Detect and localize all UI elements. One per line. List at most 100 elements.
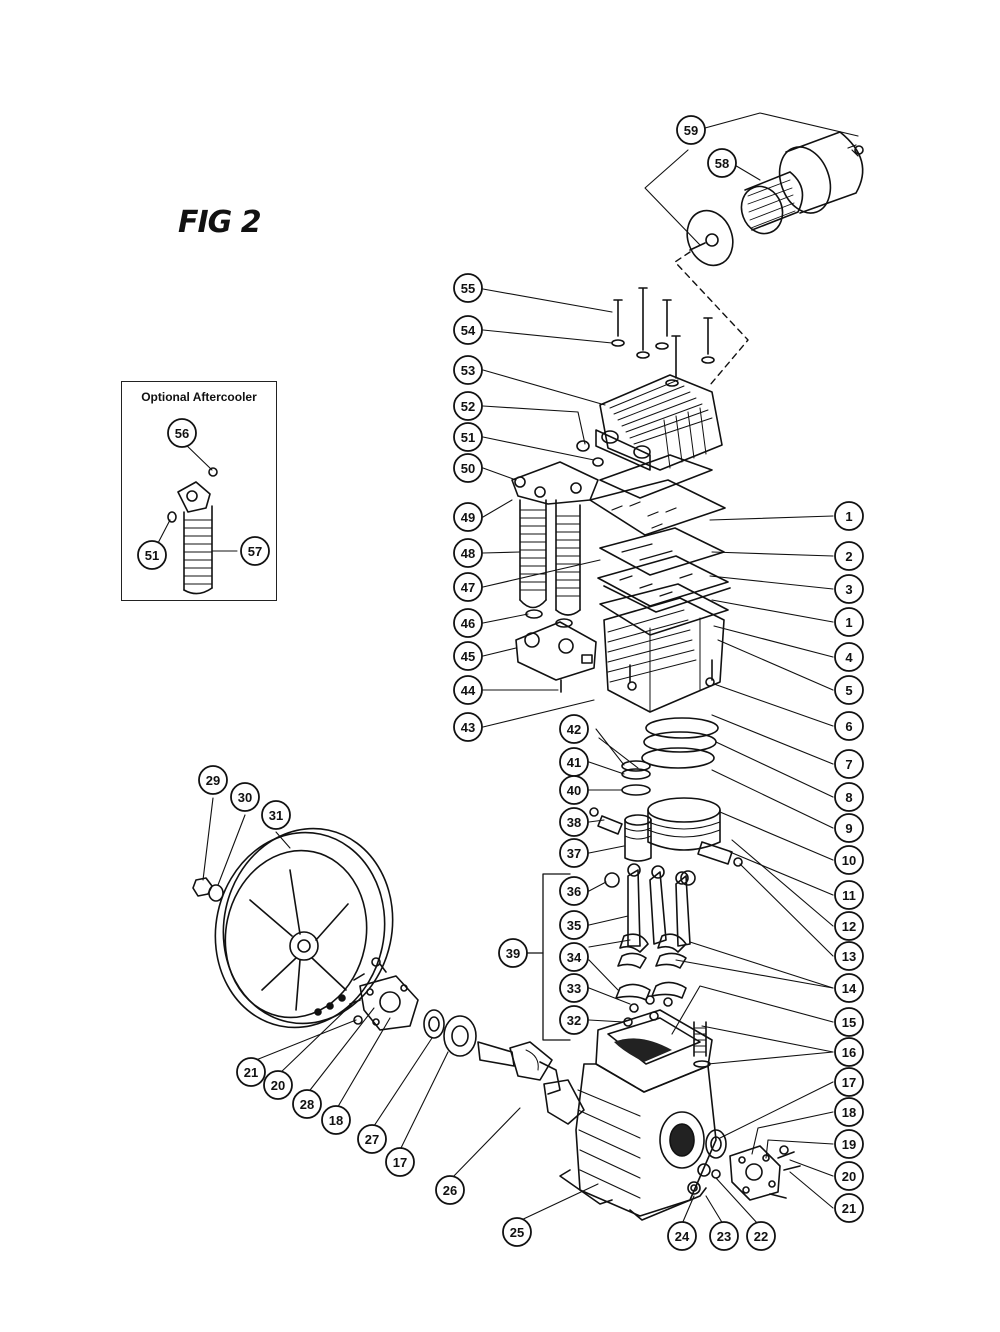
callout-54: 54 — [453, 315, 483, 345]
callout-18: 18 — [834, 1097, 864, 1127]
callout-circle — [834, 941, 864, 971]
callout-8: 8 — [834, 782, 864, 812]
small-ring-42 — [621, 760, 651, 772]
small-piston — [624, 814, 652, 862]
seal-27-inner — [428, 1016, 440, 1032]
callout-3: 3 — [834, 574, 864, 604]
o-ring-51-inset — [167, 511, 177, 523]
callout-45: 45 — [453, 641, 483, 671]
crankshaft — [477, 1041, 585, 1125]
callout-label: 54 — [461, 323, 476, 338]
callout-label: 27 — [365, 1132, 379, 1147]
callout-15: 15 — [834, 1007, 864, 1037]
rear-bearing-cover — [687, 1129, 801, 1201]
callout-circle — [198, 765, 228, 795]
callout-circle — [834, 1161, 864, 1191]
callout-circle — [834, 1129, 864, 1159]
callout-label: 41 — [567, 755, 581, 770]
callout-circle — [559, 942, 589, 972]
callout-label: 40 — [567, 783, 581, 798]
callout-label: 43 — [461, 720, 475, 735]
callout-22: 22 — [746, 1221, 776, 1251]
callout-circle — [676, 115, 706, 145]
callout-label: 6 — [845, 719, 852, 734]
callout-32: 32 — [559, 1005, 589, 1035]
callout-circle — [667, 1221, 697, 1251]
callout-39: 39 — [498, 938, 528, 968]
callout-circle — [559, 775, 589, 805]
callout-20: 20 — [834, 1161, 864, 1191]
callout-label: 1 — [845, 615, 852, 630]
air-filter-assembly — [686, 131, 864, 267]
callout-46: 46 — [453, 608, 483, 638]
callout-label: 9 — [845, 821, 852, 836]
callout-circle — [453, 641, 483, 671]
callout-circle — [834, 973, 864, 1003]
callout-label: 3 — [845, 582, 852, 597]
callout-label: 20 — [271, 1078, 285, 1093]
callout-label: 10 — [842, 853, 856, 868]
callout-circle — [435, 1175, 465, 1205]
callout-label: 57 — [248, 544, 262, 559]
callout-11: 11 — [834, 880, 864, 910]
valve-plate-stack — [589, 479, 731, 636]
callout-label: 45 — [461, 649, 475, 664]
callout-label: 36 — [567, 884, 581, 899]
callout-circle — [357, 1124, 387, 1154]
callout-circle — [502, 1217, 532, 1247]
callout-label: 51 — [145, 548, 159, 563]
o-ring-52 — [576, 440, 590, 452]
callout-21: 21 — [834, 1193, 864, 1223]
callout-5: 5 — [834, 675, 864, 705]
callout-41: 41 — [559, 747, 589, 777]
callout-13: 13 — [834, 941, 864, 971]
callout-14: 14 — [834, 973, 864, 1003]
callout-circle — [834, 845, 864, 875]
optional-aftercooler-inset: Optional Aftercooler — [121, 381, 277, 601]
callout-1: 1 — [834, 501, 864, 531]
small-ring-40 — [621, 784, 651, 796]
callout-circle — [709, 1221, 739, 1251]
callout-9: 9 — [834, 813, 864, 843]
o-ring-51 — [592, 457, 604, 467]
callout-label: 12 — [842, 919, 856, 934]
callout-48: 48 — [453, 538, 483, 568]
callout-label: 46 — [461, 616, 475, 631]
callout-circle — [453, 538, 483, 568]
callout-42: 42 — [559, 714, 589, 744]
front-bearing-17 — [443, 1015, 477, 1057]
callout-38: 38 — [559, 807, 589, 837]
callout-circle — [453, 315, 483, 345]
piston-ring-7 — [645, 717, 719, 739]
callout-circle — [498, 938, 528, 968]
figure-title: FIG 2 — [178, 205, 262, 240]
callout-label: 37 — [567, 846, 581, 861]
callout-label: 24 — [675, 1229, 690, 1244]
callout-4: 4 — [834, 642, 864, 672]
callout-25: 25 — [502, 1217, 532, 1247]
callout-label: 19 — [842, 1137, 856, 1152]
callout-circle — [834, 911, 864, 941]
piston-ring-9 — [641, 747, 715, 769]
callout-label: 48 — [461, 546, 475, 561]
callout-circle — [746, 1221, 776, 1251]
callout-34: 34 — [559, 942, 589, 972]
callout-circle — [385, 1147, 415, 1177]
callout-51: 51 — [137, 540, 167, 570]
callout-57: 57 — [240, 536, 270, 566]
leader-lines — [156, 112, 859, 1225]
callout-59: 59 — [676, 115, 706, 145]
callout-label: 55 — [461, 281, 475, 296]
callout-circle — [834, 574, 864, 604]
cylinder-block — [603, 597, 725, 713]
intercooler-tubes — [511, 461, 599, 616]
callout-27: 27 — [357, 1124, 387, 1154]
callout-label: 51 — [461, 430, 475, 445]
callout-circle — [834, 1067, 864, 1097]
callout-10: 10 — [834, 845, 864, 875]
small-ring-41 — [621, 768, 651, 780]
callout-49: 49 — [453, 502, 483, 532]
callout-circle — [834, 1097, 864, 1127]
callout-label: 5 — [845, 683, 852, 698]
callout-label: 23 — [717, 1229, 731, 1244]
